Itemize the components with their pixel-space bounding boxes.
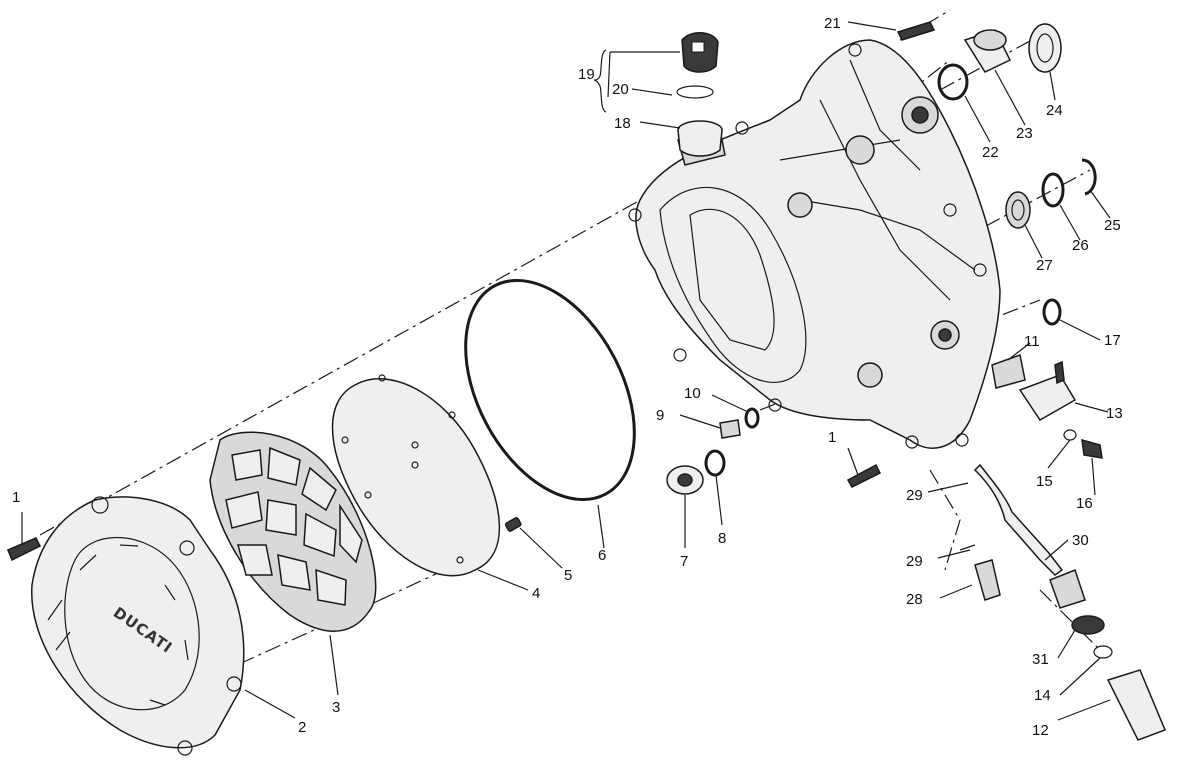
callout-3: 3	[332, 699, 340, 716]
callout-9: 9	[656, 407, 664, 424]
callout-17: 17	[1104, 332, 1121, 349]
callout-14: 14	[1034, 687, 1051, 704]
callout-21: 21	[824, 15, 841, 32]
callout-labels: 1 1 2 3 4 5 6 7 8 9 10 11 12 13 14 15 16…	[12, 15, 1123, 739]
cover-guard	[209, 431, 377, 632]
screw-5	[504, 517, 522, 532]
leader-lines	[21, 21, 1111, 721]
callout-26: 26	[1072, 237, 1089, 254]
callout-23: 23	[1016, 125, 1033, 142]
callout-16: 16	[1076, 495, 1093, 512]
oil-filler-group	[676, 32, 723, 157]
lower-right-parts	[959, 463, 1166, 741]
callout-25: 25	[1104, 217, 1121, 234]
crankcase-cover	[628, 39, 1001, 449]
top-right-fittings	[896, 21, 1062, 101]
callout-4: 4	[532, 585, 540, 602]
callout-19: 19	[578, 66, 595, 83]
callout-13: 13	[1106, 405, 1123, 422]
callout-5: 5	[564, 567, 572, 584]
sensor-group	[991, 298, 1103, 459]
callout-30: 30	[1072, 532, 1089, 549]
bolts	[7, 463, 882, 562]
callout-12: 12	[1032, 722, 1049, 739]
callout-8: 8	[718, 530, 726, 547]
callout-24: 24	[1046, 102, 1063, 119]
gasket-disc	[331, 374, 501, 577]
callout-15: 15	[1036, 473, 1053, 490]
callout-7: 7	[680, 553, 688, 570]
callout-29a: 29	[906, 487, 923, 504]
clutch-cover: DUCATI	[31, 496, 245, 756]
callout-6: 6	[598, 547, 606, 564]
callout-27: 27	[1036, 257, 1053, 274]
plugs-and-seals	[666, 407, 760, 495]
callout-10: 10	[684, 385, 701, 402]
o-ring-large	[464, 278, 636, 502]
callout-22: 22	[982, 144, 999, 161]
callout-1b: 1	[828, 429, 836, 446]
callout-bracket	[593, 49, 607, 113]
callout-28: 28	[906, 591, 923, 608]
callout-20: 20	[612, 81, 629, 98]
callout-18: 18	[614, 115, 631, 132]
callout-31: 31	[1032, 651, 1049, 668]
callout-2: 2	[298, 719, 306, 736]
right-seals	[1005, 158, 1097, 229]
callout-29b: 29	[906, 553, 923, 570]
callout-1a: 1	[12, 489, 20, 506]
callout-11: 11	[1024, 333, 1040, 350]
